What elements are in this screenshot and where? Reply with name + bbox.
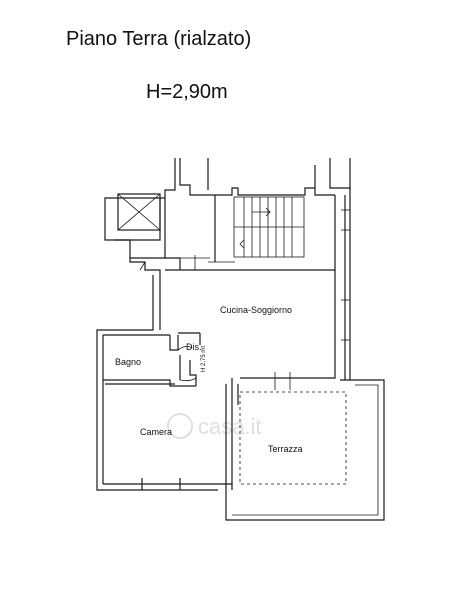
room-kitchen-living-label: Cucina-Soggiorno [220, 305, 292, 315]
partial-height-label: H 2,75 mt [201, 346, 207, 372]
room-terrace-label: Terrazza [268, 444, 303, 454]
elevator-shaft [117, 193, 161, 231]
door-swings [139, 261, 197, 382]
interior-walls [103, 325, 291, 484]
outer-walls [96, 158, 351, 491]
terrace [225, 379, 385, 521]
ceiling-height: H=2,90m [146, 81, 228, 103]
room-bathroom-label: Bagno [115, 357, 141, 367]
staircase [233, 196, 305, 258]
watermark-text: casa.it [198, 414, 262, 439]
room-bedroom-label: Camera [140, 427, 172, 437]
watermark: casa.it [167, 413, 262, 439]
entrance-doors [180, 195, 235, 270]
plan-title: Piano Terra (rialzato) [66, 28, 252, 50]
right-windows [341, 209, 350, 341]
room-closet-label: Dis. [186, 342, 202, 352]
